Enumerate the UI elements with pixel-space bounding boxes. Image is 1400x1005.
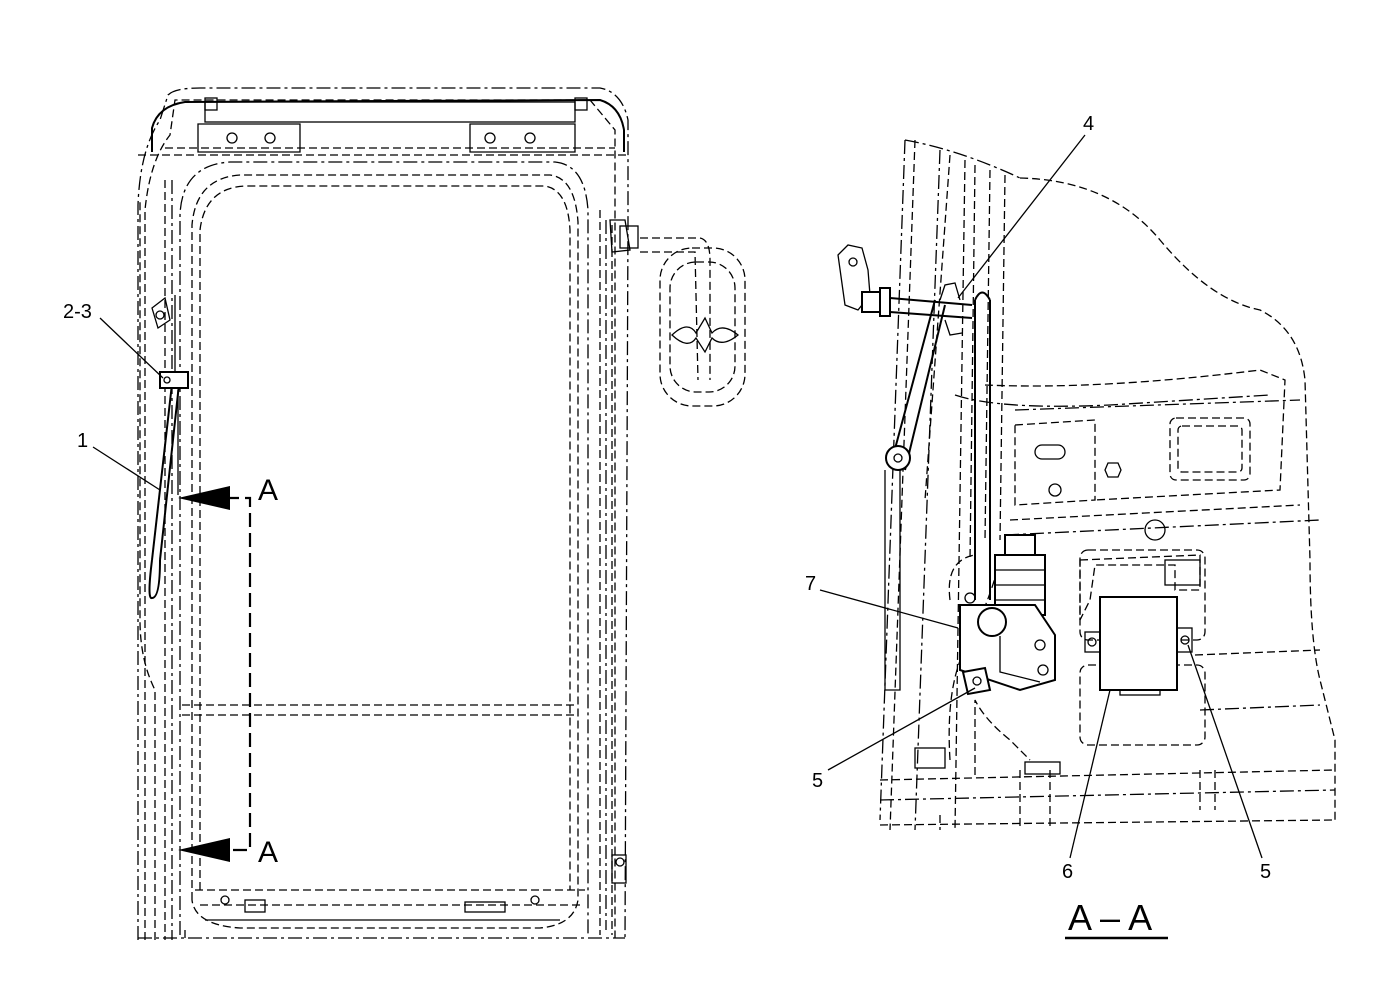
callout-1: 1 [77,430,88,452]
callout-2-3: 2-3 [63,301,92,323]
callout-4: 4 [1083,113,1094,135]
section-arrow-top [178,486,230,510]
section-a-a-view [837,139,1336,831]
section-arrow-bottom [178,838,230,862]
cab-front-view [137,87,746,941]
section-label-bottom: A [258,836,278,869]
callout-5-left: 5 [812,770,823,792]
section-label-top: A [258,474,278,507]
callout-6: 6 [1062,861,1073,883]
callout-7: 7 [805,573,816,595]
callout-5-right: 5 [1260,861,1271,883]
section-title: A – A [1068,897,1152,938]
